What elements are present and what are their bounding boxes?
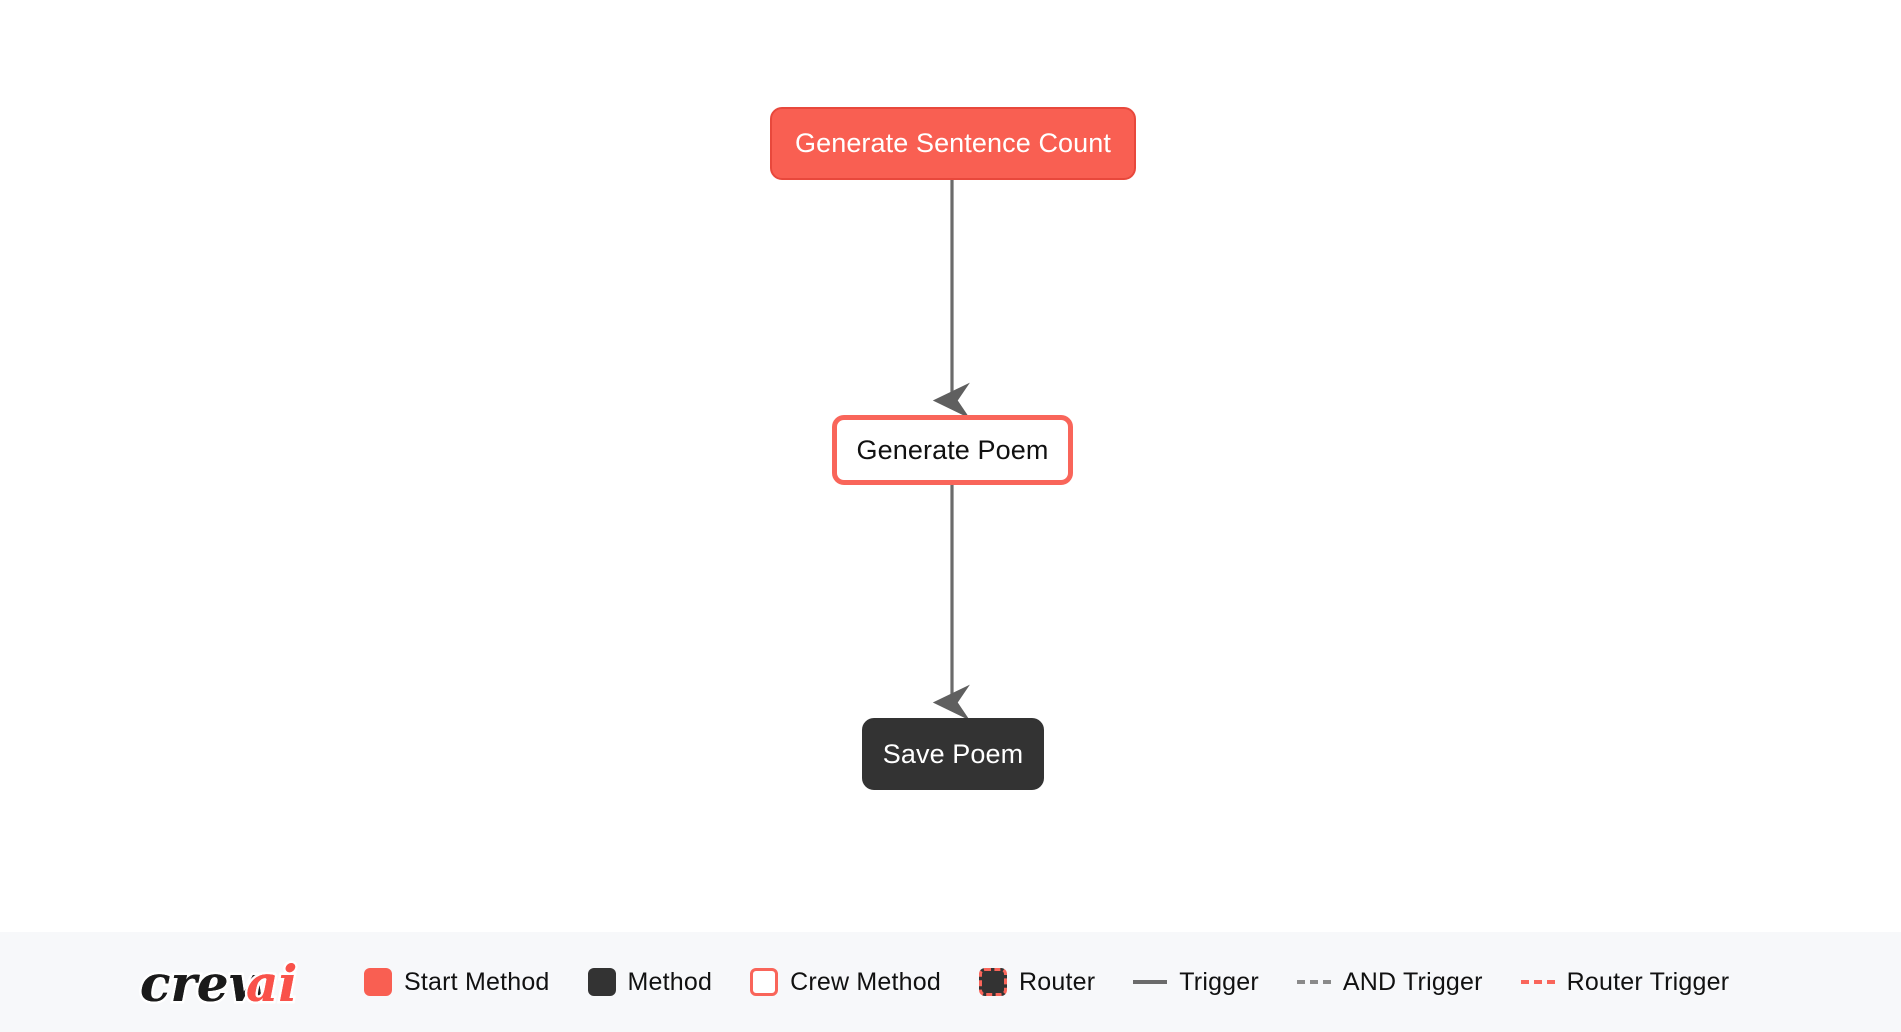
legend-item-label: Start Method [404, 967, 550, 996]
flow-node-generate-sentence-count[interactable]: Generate Sentence Count [770, 107, 1136, 180]
router-swatch-icon [979, 968, 1007, 996]
crew-method-swatch-icon [750, 968, 779, 996]
legend-item-label: Trigger [1179, 967, 1259, 996]
legend-item-trigger[interactable]: Trigger [1133, 968, 1259, 997]
legend-item-start-method[interactable]: Start Method [364, 968, 550, 997]
legend-item-label: Crew Method [790, 967, 941, 996]
method-swatch-icon [587, 968, 616, 996]
flow-node-save-poem[interactable]: Save Poem [862, 718, 1044, 790]
flow-node-label: Save Poem [882, 738, 1024, 769]
flow-node-label: Generate Sentence Count [794, 128, 1112, 158]
legend-item-crew-method[interactable]: Crew Method [750, 968, 941, 997]
crewai-logo-text-accent-fill: ai [246, 954, 297, 1013]
crewai-logo-text-accent: ai [246, 954, 297, 1013]
legend-item-label: AND Trigger [1342, 967, 1483, 996]
legend-item-method[interactable]: Method [587, 967, 713, 997]
legend-item-and-trigger[interactable]: AND Trigger [1296, 967, 1483, 997]
crewai-logo-text-primary-fill: crew [140, 954, 274, 1013]
router-trigger-line-icon [1520, 980, 1555, 984]
legend-items: Start Method Method Crew Method Router T… [364, 968, 1729, 997]
legend-item-router-trigger[interactable]: Router Trigger [1520, 967, 1730, 997]
legend-item-router[interactable]: Router [979, 968, 1095, 997]
crewai-logo-mark: crew crew ai ai [138, 952, 300, 1016]
and-trigger-line-icon [1296, 980, 1331, 984]
trigger-line-icon [1133, 980, 1168, 984]
legend-bar: crew crew ai ai Start Method Method Crew… [0, 932, 1901, 1032]
flow-canvas[interactable]: Generate Sentence Count Generate Poem Sa… [0, 0, 1901, 932]
flow-node-label: Generate Poem [856, 434, 1049, 465]
legend-item-label: Method [627, 967, 713, 996]
legend-item-label: Router Trigger [1566, 967, 1730, 996]
crewai-logo-text-primary: crew [140, 954, 274, 1013]
crewai-logo[interactable]: crew crew ai ai [138, 947, 318, 1017]
start-method-swatch-icon [364, 968, 392, 996]
flow-node-generate-poem[interactable]: Generate Poem [832, 415, 1073, 485]
legend-item-label: Router [1019, 967, 1096, 996]
